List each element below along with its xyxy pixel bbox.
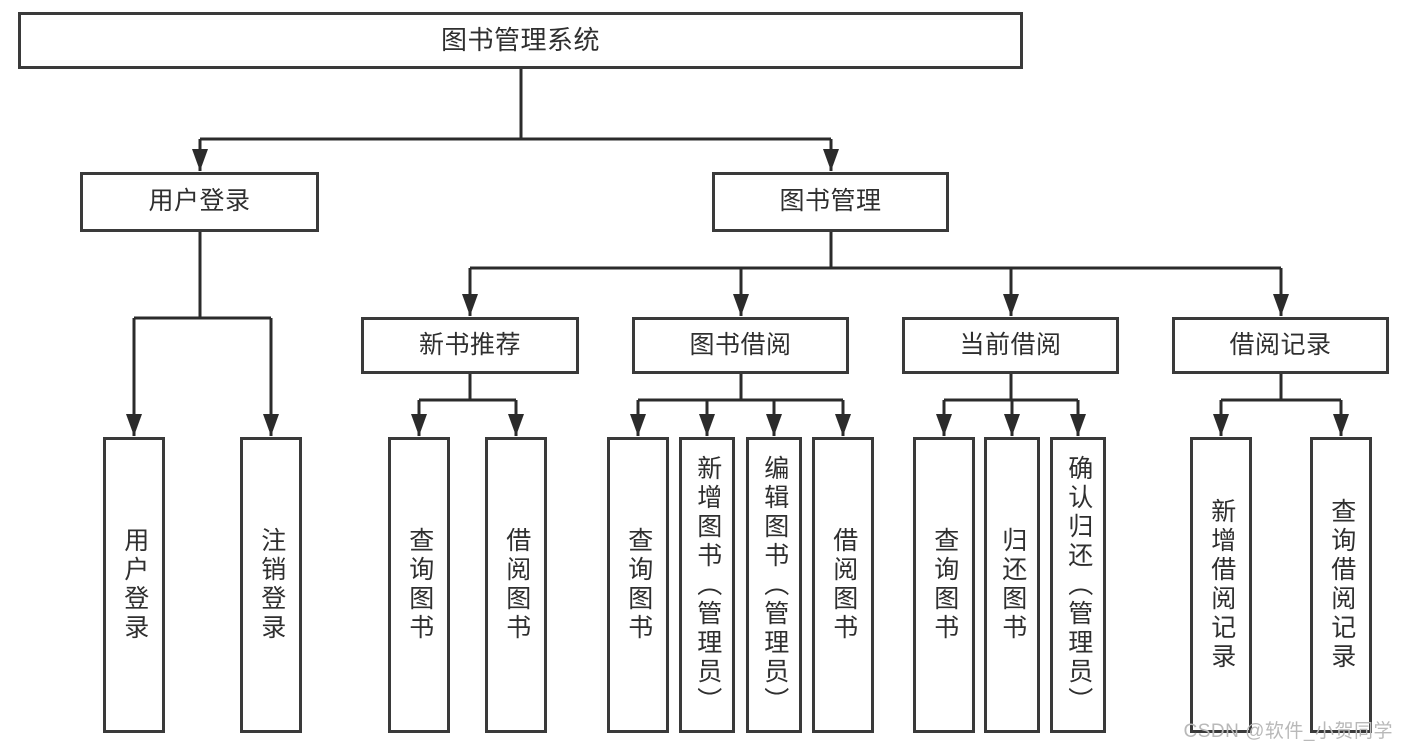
node-book-management[interactable]: 图书管理: [712, 172, 949, 232]
node-leaf-query-record[interactable]: 查询借阅记录: [1310, 437, 1372, 733]
connector-arrowhead: [263, 414, 279, 436]
node-label: 图书管理系统: [440, 25, 600, 56]
connector-arrowhead: [766, 414, 782, 436]
connector-arrowhead: [1003, 294, 1019, 316]
connector-arrowhead: [1213, 414, 1229, 436]
node-label: 注销登录: [257, 527, 286, 643]
node-label: 用户登录: [148, 187, 251, 216]
connector-arrowhead: [835, 414, 851, 436]
node-leaf-logout-login[interactable]: 注销登录: [240, 437, 302, 733]
connector-arrowhead: [1273, 294, 1289, 316]
connector-arrowhead: [699, 414, 715, 436]
connector-arrowhead: [630, 414, 646, 436]
node-label: 查询图书: [405, 527, 434, 643]
node-label: 借阅记录: [1229, 330, 1332, 359]
node-leaf-add-book[interactable]: 新增图书（管理员）: [679, 437, 735, 733]
connector-arrowhead: [192, 149, 208, 171]
node-label: 借阅图书: [829, 527, 858, 643]
node-label: 用户登录: [120, 527, 149, 643]
connector-arrowhead: [508, 414, 524, 436]
node-leaf-add-record[interactable]: 新增借阅记录: [1190, 437, 1252, 733]
node-leaf-edit-book[interactable]: 编辑图书（管理员）: [746, 437, 802, 733]
connector-arrowhead: [1070, 414, 1086, 436]
connector-arrowhead: [1333, 414, 1349, 436]
node-book-borrow[interactable]: 图书借阅: [632, 317, 849, 374]
node-new-book-recommend[interactable]: 新书推荐: [361, 317, 579, 374]
node-label: 当前借阅: [959, 330, 1062, 359]
node-label: 新书推荐: [418, 330, 521, 359]
connector-arrowhead: [823, 149, 839, 171]
node-label: 编辑图书（管理员）: [760, 454, 789, 716]
node-leaf-query-book-2[interactable]: 查询图书: [607, 437, 669, 733]
node-leaf-borrow-book-2[interactable]: 借阅图书: [812, 437, 874, 733]
node-leaf-confirm-return[interactable]: 确认归还（管理员）: [1050, 437, 1106, 733]
node-leaf-query-book-3[interactable]: 查询图书: [913, 437, 975, 733]
node-leaf-return-book[interactable]: 归还图书: [984, 437, 1040, 733]
node-leaf-query-book-1[interactable]: 查询图书: [388, 437, 450, 733]
connector-arrowhead: [1004, 414, 1020, 436]
node-borrow-record[interactable]: 借阅记录: [1172, 317, 1389, 374]
node-leaf-borrow-book-1[interactable]: 借阅图书: [485, 437, 547, 733]
node-current-borrow[interactable]: 当前借阅: [902, 317, 1119, 374]
node-label: 归还图书: [998, 527, 1027, 643]
node-label: 借阅图书: [502, 527, 531, 643]
connector-arrowhead: [936, 414, 952, 436]
connector-arrowhead: [126, 414, 142, 436]
node-label: 图书借阅: [689, 330, 792, 359]
connector-arrowhead: [462, 294, 478, 316]
node-label: 查询图书: [624, 527, 653, 643]
node-label: 确认归还（管理员）: [1064, 454, 1093, 716]
connector-arrowhead: [411, 414, 427, 436]
connector-arrowhead: [733, 294, 749, 316]
node-label: 查询图书: [930, 527, 959, 643]
node-label: 新增借阅记录: [1207, 498, 1236, 672]
node-label: 查询借阅记录: [1327, 498, 1356, 672]
csdn-watermark: CSDN @软件_小贺同学: [1183, 721, 1393, 742]
node-label: 图书管理: [779, 187, 882, 216]
node-leaf-user-login[interactable]: 用户登录: [103, 437, 165, 733]
node-user-login[interactable]: 用户登录: [80, 172, 319, 232]
node-label: 新增图书（管理员）: [693, 454, 722, 716]
node-root[interactable]: 图书管理系统: [18, 12, 1023, 69]
